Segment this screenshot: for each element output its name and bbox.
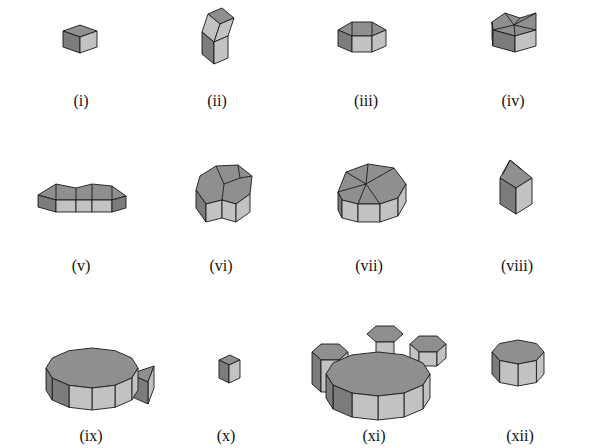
figure-caption: (vi) [209, 257, 232, 275]
figure-caption: (viii) [501, 257, 533, 275]
prism-vi [196, 165, 252, 222]
prism-vii [338, 164, 406, 222]
figure-caption: (x) [217, 427, 236, 445]
figure-caption: (i) [73, 92, 88, 110]
prism-xi [312, 326, 446, 420]
figure-caption: (v) [72, 257, 91, 275]
prism-xii [492, 340, 544, 386]
prism-x [219, 355, 240, 383]
figure-caption: (vii) [355, 257, 383, 275]
figure-caption: (ii) [207, 92, 227, 110]
figure-caption: (xi) [362, 427, 385, 445]
prism-ii [202, 8, 234, 64]
prism-iii [338, 22, 386, 52]
prism-ix [46, 348, 154, 410]
prism-i [63, 25, 97, 53]
prism-v [38, 184, 126, 212]
prism-viii [500, 160, 532, 214]
figure-caption: (iv) [501, 92, 524, 110]
figure-caption: (ix) [79, 427, 102, 445]
figure-caption: (iii) [354, 92, 378, 110]
figure-caption: (xii) [506, 427, 534, 445]
prism-iv [492, 13, 536, 52]
